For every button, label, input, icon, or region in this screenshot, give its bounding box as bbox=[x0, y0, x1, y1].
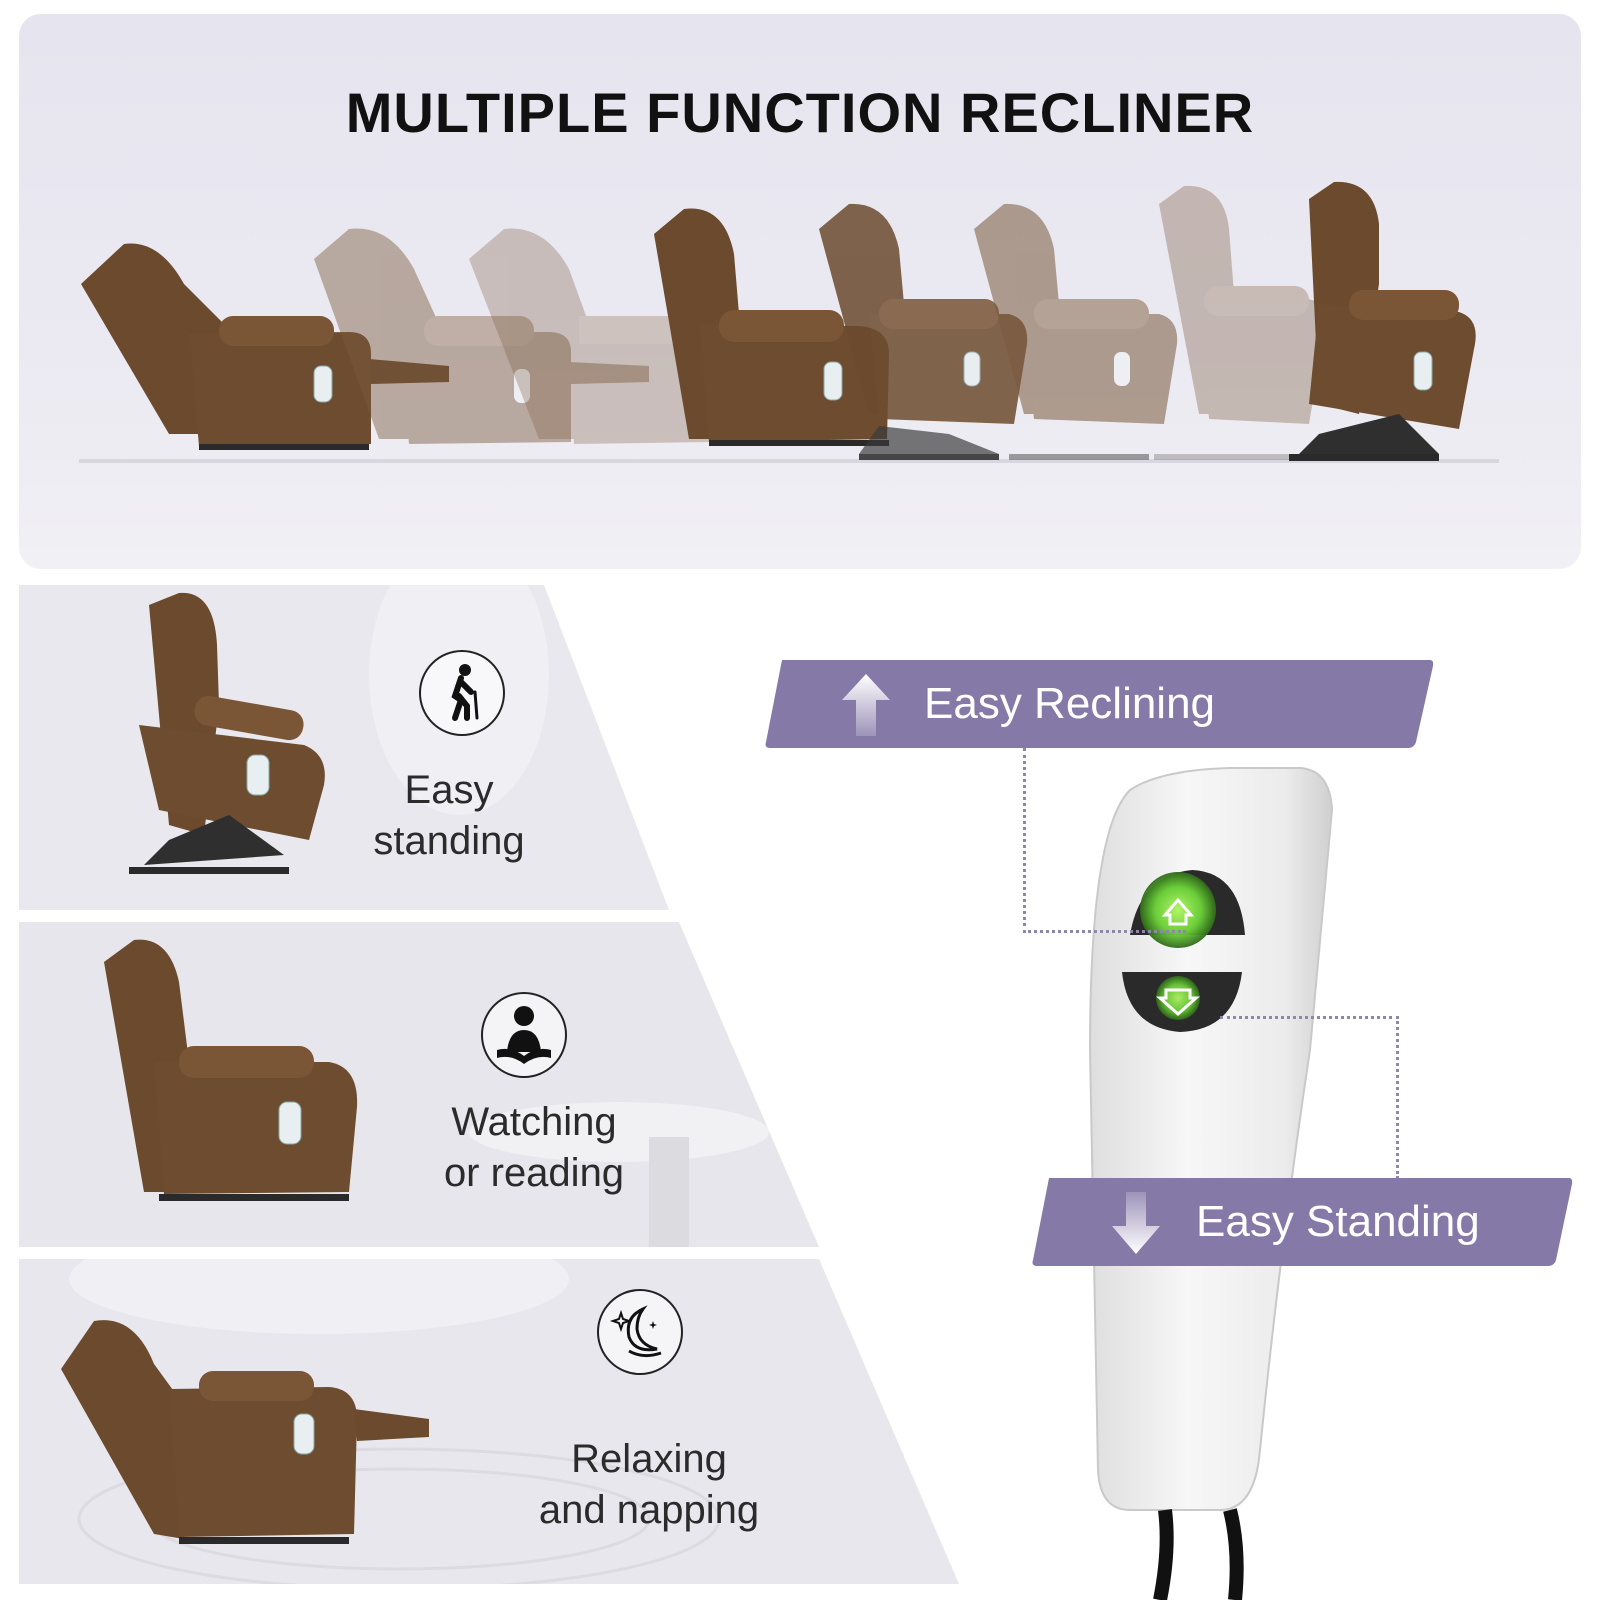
mode-label-easy-standing: Easy standing bbox=[373, 768, 525, 863]
arrow-up-icon bbox=[842, 674, 890, 736]
remote-down-button[interactable] bbox=[1122, 972, 1242, 1032]
easy-standing-label: Easy Standing bbox=[1196, 1197, 1480, 1246]
mode-panel-background bbox=[19, 1259, 959, 1584]
chair-position-lifting-2 bbox=[974, 203, 1178, 460]
chair-position-reclining-1 bbox=[314, 228, 649, 444]
chair-position-lifting-1 bbox=[819, 203, 1028, 460]
chair-positions-strip bbox=[79, 181, 1499, 463]
easy-standing-banner-shape bbox=[1032, 1178, 1573, 1266]
connector-reclining bbox=[1023, 748, 1186, 933]
chair-position-lifting-3 bbox=[1154, 185, 1325, 460]
hero-panel: MULTIPLE FUNCTION RECLINER bbox=[19, 14, 1581, 569]
mode-label-relaxing-napping: Relaxing and napping bbox=[538, 1437, 760, 1532]
easy-reclining-banner-shape bbox=[765, 660, 1434, 748]
arrow-down-icon bbox=[1112, 1192, 1160, 1254]
person-with-cane-icon bbox=[419, 650, 505, 736]
remote-up-button[interactable] bbox=[1130, 870, 1245, 948]
remote-control bbox=[1088, 767, 1334, 1600]
mode-panel-easy-standing: Easy standing bbox=[19, 585, 1019, 910]
person-reading-icon bbox=[481, 992, 567, 1078]
chair-position-reclined bbox=[81, 243, 449, 450]
connector-standing bbox=[1220, 1016, 1399, 1179]
easy-reclining-banner: Easy Reclining bbox=[764, 660, 1434, 748]
mode-label-watching-reading: Watching or reading bbox=[443, 1100, 625, 1195]
moon-stars-icon bbox=[597, 1289, 683, 1375]
page-title: MULTIPLE FUNCTION RECLINER bbox=[345, 81, 1255, 144]
chair-position-reclining-2 bbox=[469, 228, 709, 444]
home-down-arrow-icon bbox=[1156, 988, 1200, 1017]
chair-position-upright bbox=[654, 208, 889, 446]
mode-panel-relaxing-napping: Relaxing and napping bbox=[19, 1259, 1019, 1584]
mode-panel-background bbox=[19, 922, 819, 1247]
easy-reclining-label: Easy Reclining bbox=[924, 679, 1216, 728]
home-up-arrow-icon bbox=[1161, 897, 1195, 926]
easy-standing-banner: Easy Standing bbox=[1031, 1178, 1573, 1266]
mode-panel-watching-reading: Watching or reading bbox=[19, 922, 1019, 1247]
chair-position-full-lift bbox=[1289, 181, 1476, 461]
mode-panel-background bbox=[19, 585, 669, 910]
